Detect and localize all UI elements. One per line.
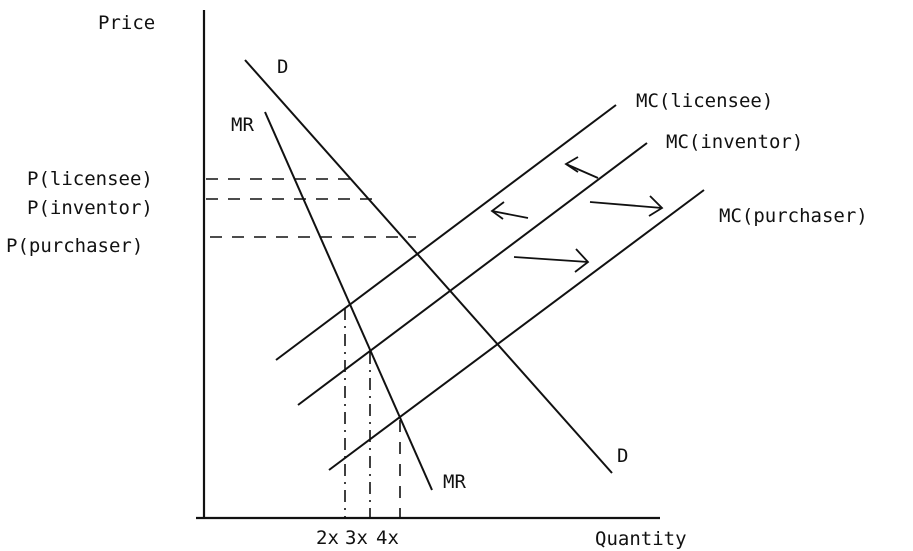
price-label-purchaser: P(purchaser) [6, 235, 143, 257]
demand-label-bottom: D [617, 445, 628, 467]
arrow-licensee-shift-left [564, 156, 599, 179]
mc-inventor-curve [297, 142, 648, 406]
mc-purchaser-label: MC(purchaser) [719, 205, 868, 227]
quantity-label-3x: 3x [345, 527, 368, 549]
arrow-purchaser-shift-right [513, 248, 590, 273]
x-axis-label: Quantity [595, 528, 687, 550]
mr-label-top: MR [231, 114, 254, 136]
demand-label-top: D [277, 56, 288, 78]
demand-curve [244, 59, 613, 474]
mc-licensee-label: MC(licensee) [636, 90, 773, 112]
arrow-inventor-shift-left [490, 201, 529, 220]
mc-licensee-curve [275, 104, 617, 361]
y-axis-label: Price [98, 12, 155, 34]
mc-inventor-label: MC(inventor) [666, 131, 803, 153]
quantity-label-2x: 2x [316, 527, 339, 549]
price-label-licensee: P(licensee) [27, 168, 153, 190]
quantity-label-4x: 4x [376, 527, 399, 549]
mc-purchaser-curve [328, 189, 705, 471]
arrow-inventor-shift-right [589, 195, 664, 217]
mr-label-bottom: MR [443, 471, 466, 493]
marginal-revenue-curve [264, 111, 433, 491]
price-label-inventor: P(inventor) [27, 197, 153, 219]
